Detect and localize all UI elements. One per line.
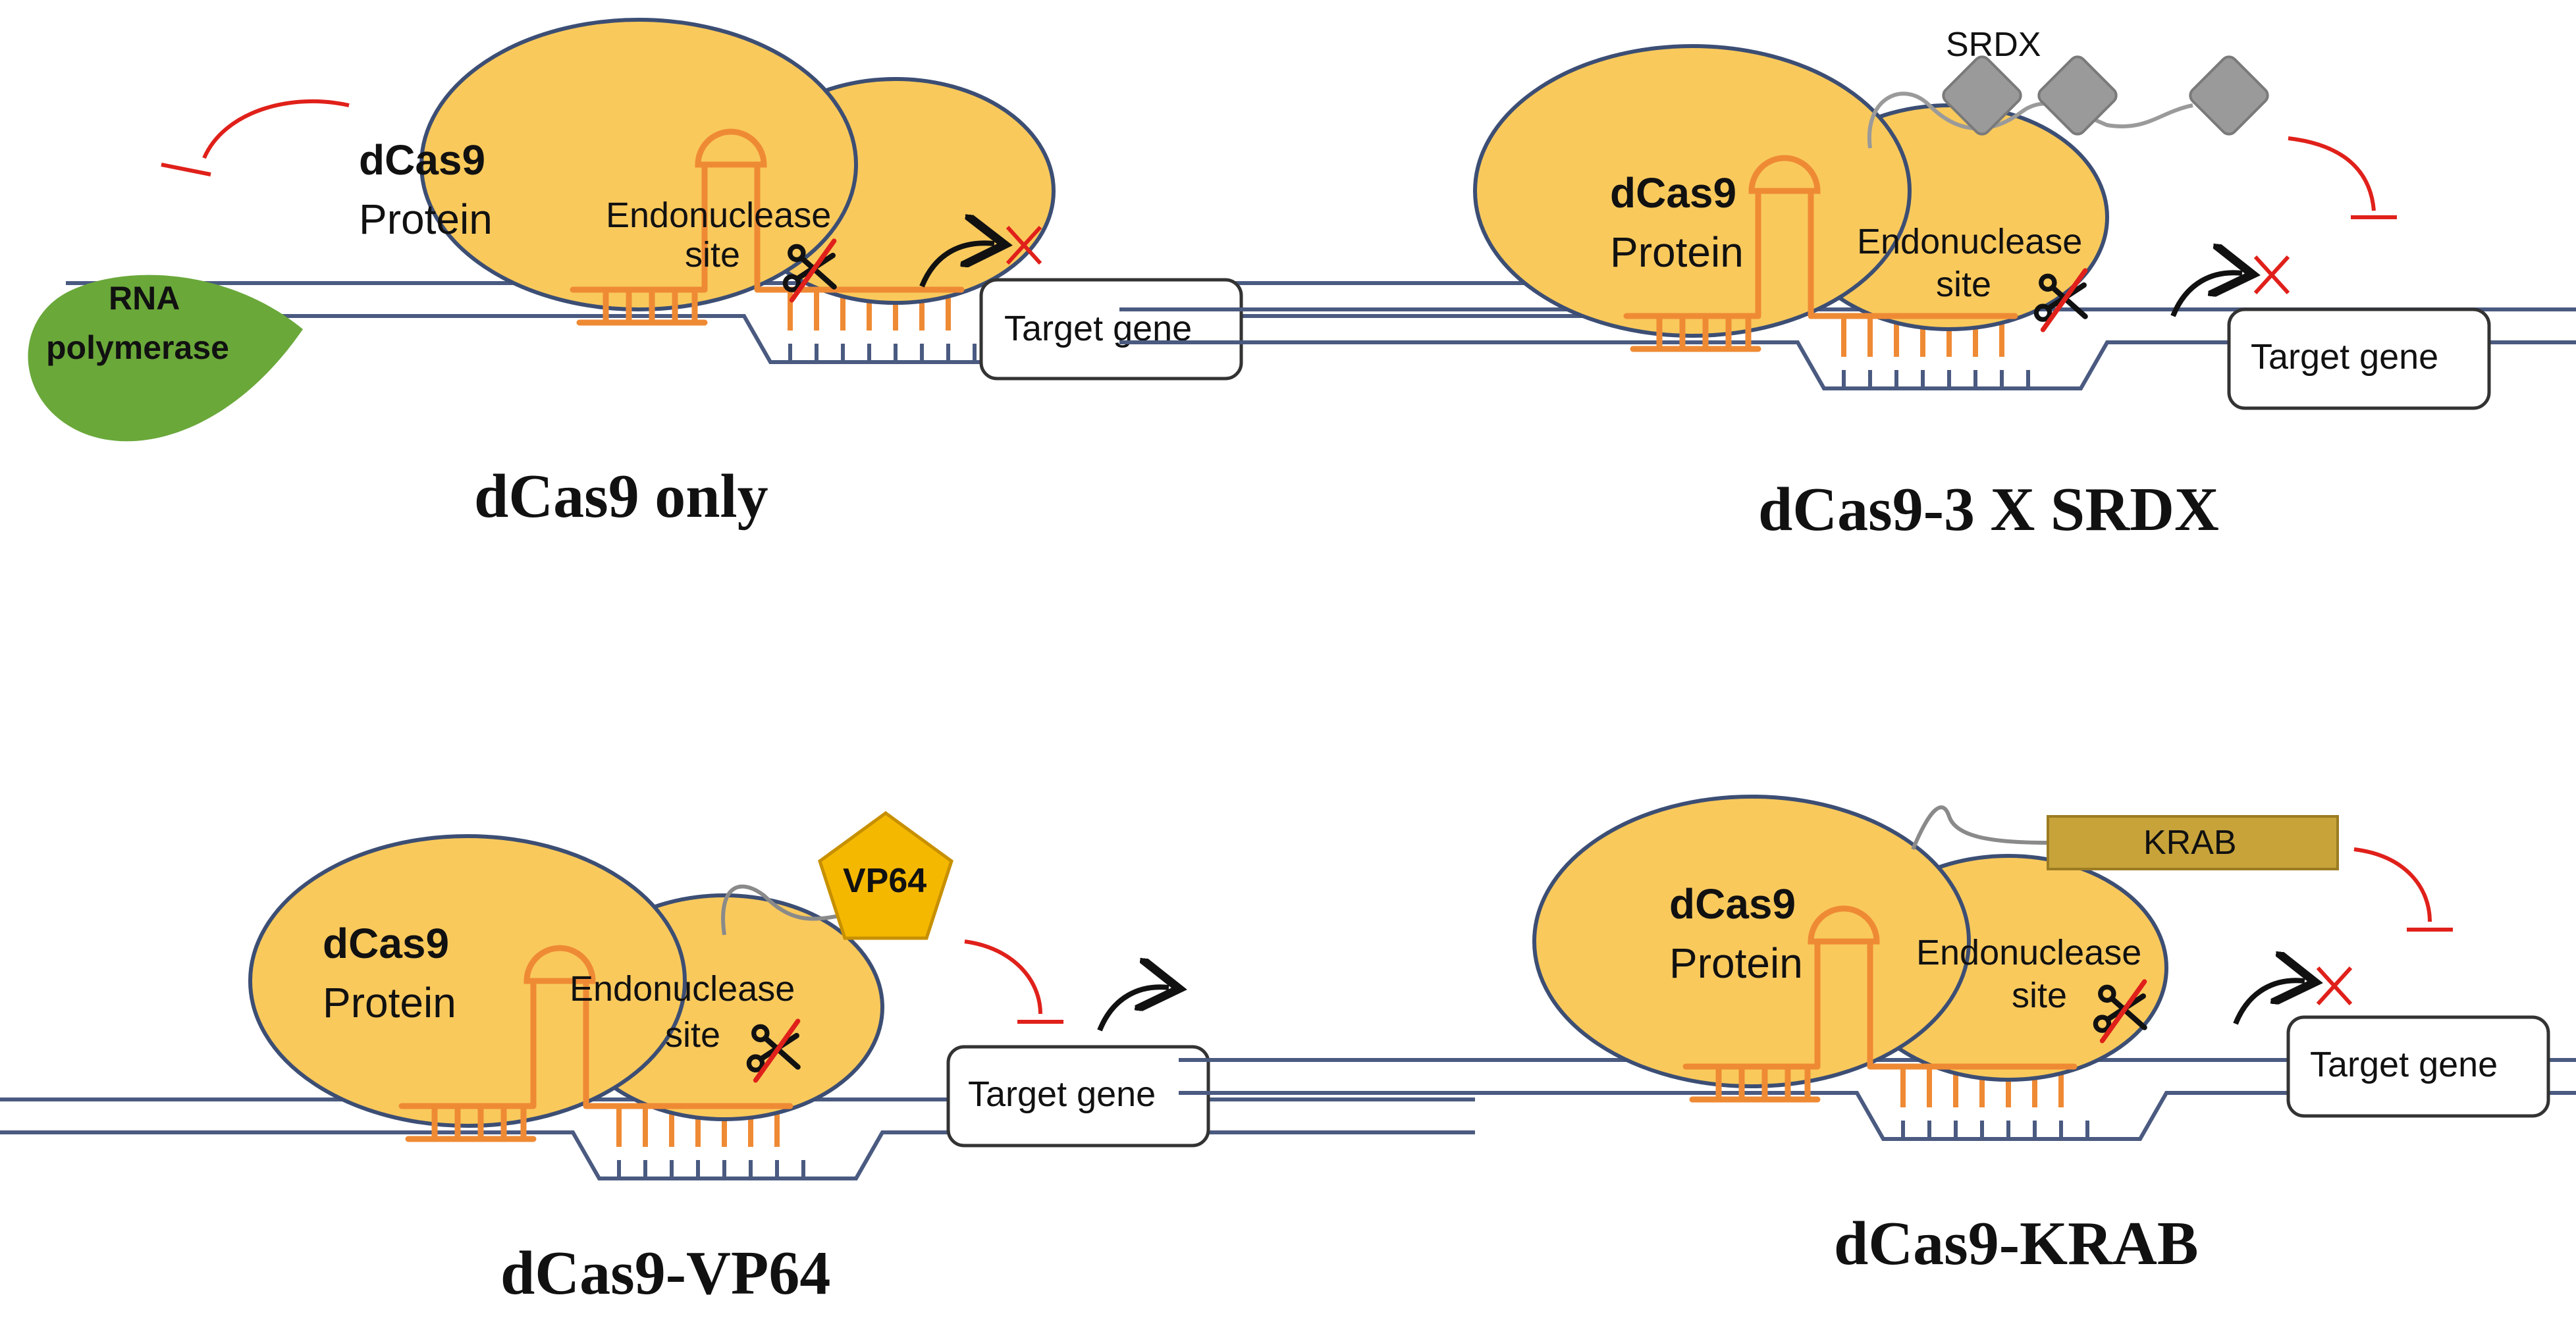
inhibition-arrow-icon	[2288, 136, 2376, 211]
endonuclease-label-1: Endonuclease	[606, 196, 831, 235]
transcription-arrow-icon	[2170, 273, 2242, 317]
krab-domain	[2047, 815, 2339, 870]
protein-label-1: dCas9	[1669, 880, 1796, 928]
protein-label-2: Protein	[323, 979, 456, 1026]
endonuclease-label-2: site	[665, 1015, 720, 1055]
target-gene-box	[2286, 1015, 2550, 1118]
srdx-label: SRDX	[1946, 26, 2041, 64]
endonuclease-label-1: Endonuclease	[1916, 933, 2141, 972]
panel-caption: dCas9-VP64	[500, 1239, 830, 1308]
panel-caption: dCas9-3 X SRDX	[1758, 475, 2219, 544]
endonuclease-label-1: Endonuclease	[570, 969, 795, 1009]
target-gene-box	[2227, 307, 2491, 410]
cas9-complex	[66, 20, 1646, 363]
protein-label-1: dCas9	[323, 920, 449, 967]
protein-label-2: Protein	[359, 196, 493, 243]
srdx-domains	[1942, 55, 2269, 136]
block-x-icon	[2253, 255, 2290, 295]
rna-polymerase-shape	[28, 275, 303, 442]
vp64-linker	[721, 884, 844, 936]
protein-label-1: dCas9	[359, 136, 485, 184]
transcription-arrow-icon	[919, 243, 994, 288]
krab-label: KRAB	[2143, 824, 2237, 862]
protein-label-1: dCas9	[1610, 169, 1736, 217]
inhibition-arrow-icon	[202, 99, 350, 159]
endonuclease-label-2: site	[2012, 976, 2067, 1015]
vp64-domain	[818, 810, 953, 940]
vp64-label: VP64	[843, 862, 926, 900]
protein-label-2: Protein	[1669, 939, 1803, 987]
panel-dcas9-only: RNA polymerase dCas9 Protein Endonucleas…	[28, 20, 1647, 531]
endonuclease-label-2: site	[1936, 265, 1991, 304]
block-x-icon	[1006, 225, 1042, 265]
inhibition-arrow-icon	[964, 939, 1042, 1015]
rna-polymerase-label-2: polymerase	[46, 329, 229, 366]
panel-caption: dCas9 only	[474, 462, 768, 531]
inhibition-bar	[161, 163, 211, 176]
inhibition-arrow-icon	[2353, 847, 2432, 922]
transcription-arrow-icon	[2233, 980, 2305, 1025]
srdx-linker	[1867, 92, 2193, 149]
protein-label-2: Protein	[1610, 228, 1744, 276]
endonuclease-label-1: Endonuclease	[1857, 222, 2082, 261]
rna-polymerase-label-1: RNA	[109, 280, 180, 317]
krab-linker	[1911, 805, 2049, 851]
target-gene-box	[979, 278, 1243, 381]
target-gene-label: Target gene	[968, 1074, 1156, 1114]
endonuclease-label-2: site	[685, 235, 740, 275]
panel-dcas9-srdx: SRDX dCas9 Protein Endonuclease site Tar…	[1119, 26, 2576, 544]
block-x-icon	[2316, 966, 2353, 1006]
panel-dcas9-vp64: VP64 dCas9 Protein Endonuclease site Tar…	[0, 810, 1475, 1308]
transcription-arrow-icon	[1097, 987, 1169, 1032]
panel-caption: dCas9-KRAB	[1834, 1209, 2199, 1278]
target-gene-label: Target gene	[2310, 1045, 2498, 1084]
panel-dcas9-krab: KRAB dCas9 Protein Endonuclease site Tar…	[1179, 797, 2576, 1278]
target-gene-box	[946, 1045, 1210, 1148]
target-gene-label: Target gene	[2251, 337, 2438, 377]
